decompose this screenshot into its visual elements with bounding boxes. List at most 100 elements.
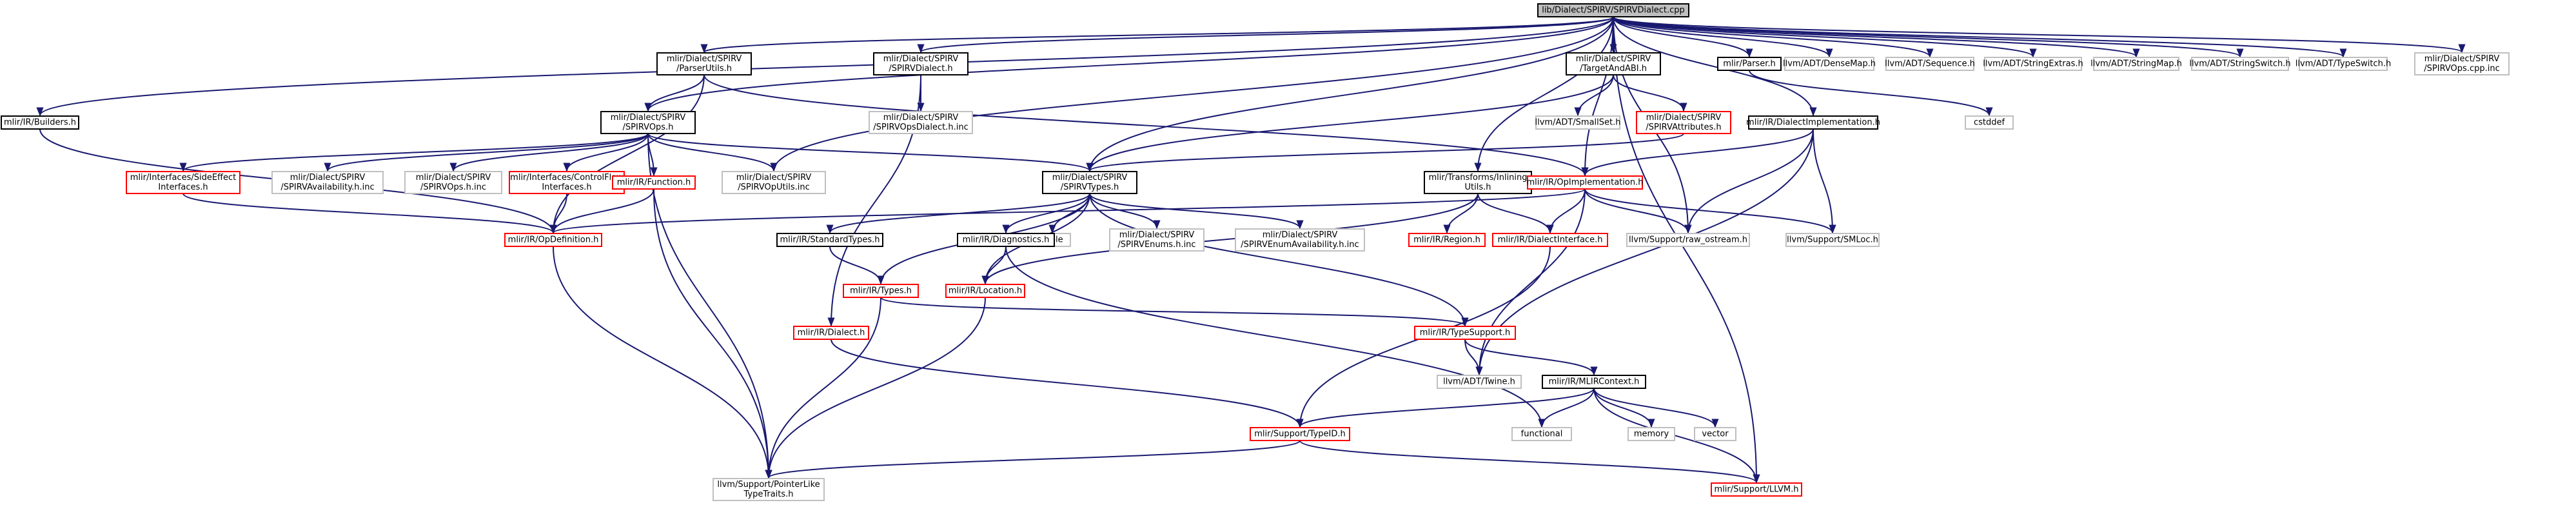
node-spirvattrs[interactable]: mlir/Dialect/SPIRV/SPIRVAttributes.h: [1636, 111, 1731, 134]
node-builders[interactable]: mlir/IR/Builders.h: [1, 115, 79, 130]
node-vector: vector: [1694, 427, 1736, 441]
node-smloc: llvm/Support/SMLoc.h: [1785, 233, 1880, 247]
edge-root-to-dialectimpl: [1613, 16, 1817, 117]
node-box-mlircontext: [1542, 375, 1646, 389]
edge-dialectimpl-to-twine: [1475, 128, 1814, 376]
edge-inlining-to-region: [1443, 193, 1479, 234]
node-function[interactable]: mlir/IR/Function.h: [612, 175, 696, 190]
node-mlircontext[interactable]: mlir/IR/MLIRContext.h: [1542, 375, 1646, 389]
node-label: mlir/Dialect/SPIRV: [290, 173, 366, 183]
edge-root-to-spirvops: [644, 16, 1614, 112]
node-box-spirvdialect: [873, 52, 968, 75]
node-types[interactable]: mlir/IR/Types.h: [843, 284, 919, 298]
edge-mlircontext-to-vector: [1593, 388, 1719, 428]
node-box-availinc: [271, 171, 384, 194]
node-dialect[interactable]: mlir/IR/Dialect.h: [793, 326, 869, 340]
edge-mlircontext-to-functional: [1538, 388, 1595, 428]
node-box-smloc: [1785, 233, 1880, 247]
node-label: llvm/ADT/StringExtras.h: [1983, 59, 2083, 69]
node-label: /SPIRVOps.cpp.inc: [2424, 64, 2499, 74]
node-region[interactable]: mlir/IR/Region.h: [1408, 233, 1486, 247]
edge-typesupport-to-twine: [1464, 339, 1483, 376]
edge-diagnostics-to-functional: [1005, 246, 1546, 428]
edge-typesupport-to-mlircontext: [1464, 339, 1598, 376]
edge-spirvops-to-pointerlike: [647, 133, 772, 479]
edge-dialectimpl-to-smloc: [1813, 128, 1836, 234]
node-spirvtypes[interactable]: mlir/Dialect/SPIRV/SPIRVTypes.h: [1042, 171, 1137, 194]
node-opshinc: mlir/Dialect/SPIRV/SPIRVOps.h.inc: [404, 171, 502, 194]
node-llvmh[interactable]: mlir/Support/LLVM.h: [1711, 482, 1802, 497]
node-label: /SPIRVOpsDialect.h.inc: [873, 123, 968, 132]
edge-spirvattrs-to-spirvtypes: [1086, 133, 1684, 172]
node-label: llvm/ADT/DenseMap.h: [1783, 59, 1876, 69]
node-targetabi[interactable]: mlir/Dialect/SPIRV/TargetAndABI.h: [1566, 52, 1661, 75]
edges-layer: [36, 16, 2466, 484]
node-parserutils[interactable]: mlir/Dialect/SPIRV/ParserUtils.h: [656, 52, 752, 75]
node-box-controlflow: [509, 171, 625, 194]
node-box-types: [843, 284, 919, 298]
edge-sideeffect-to-opdef: [182, 193, 557, 234]
node-box-functional: [1511, 427, 1572, 441]
node-box-dialectimpl: [1748, 115, 1878, 130]
node-box-vector: [1694, 427, 1736, 441]
node-label: llvm/ADT/StringSwitch.h: [2189, 59, 2290, 69]
node-label: TypeTraits.h: [743, 490, 793, 499]
node-label: /SPIRVOpUtils.inc: [738, 183, 810, 192]
node-label: mlir/IR/Types.h: [850, 286, 912, 296]
node-box-llvmh: [1711, 482, 1802, 497]
node-location[interactable]: mlir/IR/Location.h: [945, 284, 1025, 298]
node-opimpl[interactable]: mlir/IR/OpImplementation.h: [1527, 175, 1644, 190]
node-typesupport[interactable]: mlir/IR/TypeSupport.h: [1414, 326, 1516, 340]
node-label: /SPIRVEnumAvailability.h.inc: [1241, 240, 1359, 250]
node-spirvdialect[interactable]: mlir/Dialect/SPIRV/SPIRVDialect.h: [873, 52, 968, 75]
node-opsdialectinc: mlir/Dialect/SPIRV/SPIRVOpsDialect.h.inc: [869, 111, 973, 134]
edge-root-to-parserutils: [701, 16, 1614, 54]
node-label: memory: [1634, 430, 1669, 439]
edge-root-to-oputilsinc: [770, 16, 1614, 172]
node-root[interactable]: lib/Dialect/SPIRV/SPIRVDialect.cpp: [1537, 3, 1689, 17]
node-standardtypes[interactable]: mlir/IR/StandardTypes.h: [776, 233, 883, 247]
node-box-opdef: [504, 233, 602, 247]
node-parser[interactable]: mlir/Parser.h: [1717, 57, 1782, 71]
node-label: mlir/Dialect/SPIRV: [1576, 54, 1651, 64]
node-label: mlir/Dialect/SPIRV: [883, 54, 959, 64]
node-label: mlir/Dialect/SPIRV: [2424, 54, 2500, 64]
node-diagnostics[interactable]: mlir/IR/Diagnostics.h: [957, 233, 1055, 247]
edge-spirvops-to-oputilsinc: [647, 133, 778, 172]
nodes-layer: lib/Dialect/SPIRV/SPIRVDialect.cpp mlir/D…: [1, 3, 2510, 501]
edge-spirvops-to-sideeffect: [179, 133, 649, 172]
node-box-enumavailinc: [1235, 228, 1365, 252]
node-box-spirvattrs: [1636, 111, 1731, 134]
edge-spirvtypes-to-typesupport: [1089, 193, 1469, 327]
node-box-sequence: [1885, 57, 1974, 71]
node-label: mlir/IR/OpImplementation.h: [1527, 178, 1644, 188]
node-densemap: llvm/ADT/DenseMap.h: [1783, 57, 1876, 71]
node-box-spirvops: [600, 111, 696, 134]
node-box-stringswitch: [2191, 57, 2289, 71]
node-opdef[interactable]: mlir/IR/OpDefinition.h: [504, 233, 602, 247]
node-label: mlir/Support/TypeID.h: [1254, 430, 1345, 439]
node-label: mlir/Dialect/SPIRV: [883, 113, 959, 123]
node-label: Interfaces.h: [158, 183, 208, 192]
node-dialectiface[interactable]: mlir/IR/DialectInterface.h: [1492, 233, 1608, 247]
node-label: llvm/ADT/TypeSwitch.h: [2296, 59, 2391, 69]
node-box-opshinc: [404, 171, 502, 194]
node-box-densemap: [1784, 57, 1874, 71]
edge-root-to-spirvtypes: [1086, 16, 1614, 172]
node-label: mlir/IR/Builders.h: [4, 118, 76, 128]
node-label: mlir/Dialect/SPIRV: [1119, 230, 1195, 240]
node-spirvops[interactable]: mlir/Dialect/SPIRV/SPIRVOps.h: [600, 111, 696, 134]
node-dialectimpl[interactable]: mlir/IR/DialectImplementation.h: [1746, 115, 1880, 130]
edge-spirvops-to-spirvtypes: [647, 133, 1094, 172]
edge-mlircontext-to-memory: [1593, 388, 1655, 428]
node-label: mlir/Support/LLVM.h: [1715, 485, 1799, 495]
node-label: mlir/IR/Diagnostics.h: [963, 235, 1050, 245]
node-typeid[interactable]: mlir/Support/TypeID.h: [1250, 427, 1350, 441]
node-box-oputilsinc: [722, 171, 826, 194]
edge-root-to-parser: [1613, 16, 1753, 58]
node-label: mlir/Dialect/SPIRV: [667, 54, 742, 64]
